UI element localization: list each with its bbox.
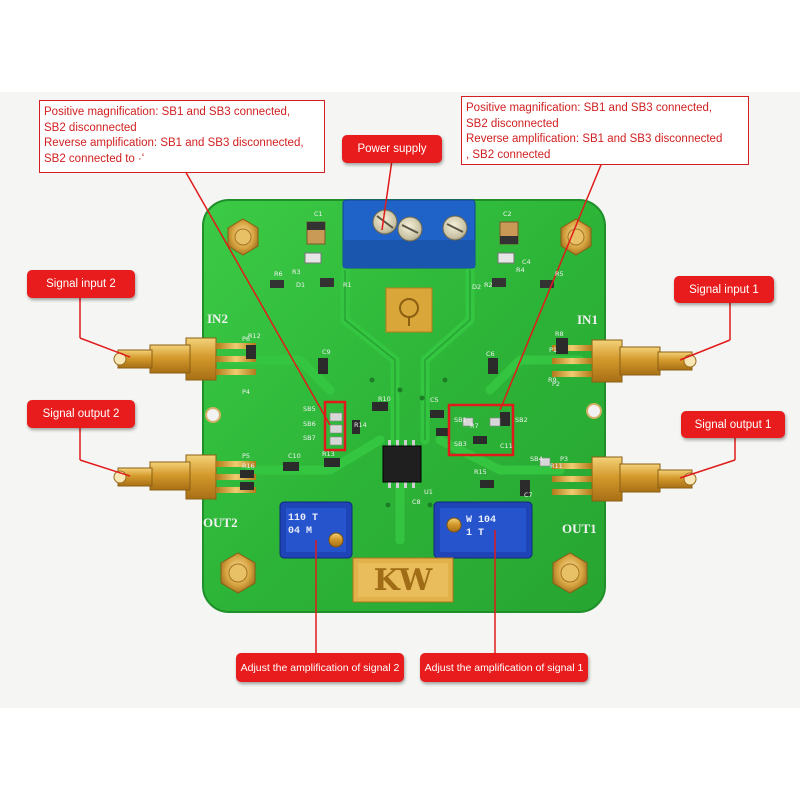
note-left-line-2: SB2 disconnected bbox=[44, 121, 137, 134]
silkscreen-r11: R11 bbox=[550, 462, 563, 470]
pot-marking-line: 110 bbox=[288, 513, 307, 524]
note-right: Positive magnification: SB1 and SB3 conn… bbox=[461, 96, 749, 165]
silkscreen-c2: C2 bbox=[503, 210, 512, 218]
standoff-nut-bottom-right bbox=[552, 552, 588, 594]
silkscreen-r12: R12 bbox=[248, 332, 261, 340]
pot-marking-line: T bbox=[478, 528, 485, 539]
label-signal-input-1: Signal input 1 bbox=[674, 276, 774, 303]
pot-marking-line: 104 bbox=[478, 515, 497, 526]
silkscreen-sb2: SB2 bbox=[515, 416, 528, 424]
trimmer-pot-signal-1 bbox=[433, 501, 533, 559]
silkscreen-sb3: SB3 bbox=[454, 440, 467, 448]
silkscreen-r4: R4 bbox=[516, 266, 525, 274]
silkscreen-c11: C11 bbox=[500, 442, 513, 450]
pot-marking-signal-2: 110 T 04 M bbox=[288, 512, 344, 538]
label-signal-output-1: Signal output 1 bbox=[681, 411, 785, 438]
silkscreen-sb7: SB7 bbox=[303, 434, 316, 442]
label-signal-output-2: Signal output 2 bbox=[27, 400, 135, 428]
silkscreen-c8: C8 bbox=[412, 498, 421, 506]
silkscreen-r9: R9 bbox=[548, 376, 557, 384]
silkscreen-r15: R15 bbox=[474, 468, 487, 476]
silkscreen-c10: C10 bbox=[288, 452, 301, 460]
silkscreen-r14: R14 bbox=[354, 421, 367, 429]
silkscreen-p5: P5 bbox=[242, 452, 251, 460]
note-right-line-2: SB2 disconnected bbox=[466, 117, 559, 130]
label-adjust-signal-2: Adjust the amplification of signal 2 bbox=[236, 653, 404, 682]
port-label-in2: IN2 bbox=[207, 311, 228, 326]
silkscreen-u1: U1 bbox=[424, 488, 433, 496]
silkscreen-sb6: SB6 bbox=[303, 420, 316, 428]
sma-connector-in2 bbox=[113, 337, 256, 381]
silkscreen-r1: R1 bbox=[343, 281, 352, 289]
port-label-in1: IN1 bbox=[577, 312, 598, 327]
silkscreen-r8: R8 bbox=[555, 330, 564, 338]
note-right-line-3: Reverse amplification: SB1 and SB3 disco… bbox=[466, 133, 723, 145]
silkscreen-c4: C4 bbox=[522, 258, 531, 266]
silkscreen-r5: R5 bbox=[555, 270, 564, 278]
note-right-line-4: , SB2 connected bbox=[466, 148, 551, 161]
silkscreen-c5: C5 bbox=[430, 396, 439, 404]
op-amp-ic-u1 bbox=[382, 440, 422, 488]
pot-marking-line: W bbox=[466, 515, 473, 526]
silkscreen-d1: D1 bbox=[296, 281, 306, 289]
silkscreen-d2: D2 bbox=[472, 283, 482, 291]
smd-components bbox=[240, 338, 568, 496]
port-label-out2: OUT2 bbox=[203, 515, 238, 530]
note-left-line-1: Positive magnification: SB1 and SB3 conn… bbox=[44, 106, 291, 118]
silkscreen-sb5: SB5 bbox=[303, 405, 316, 413]
standoff-nut-top-right bbox=[560, 218, 592, 256]
silkscreen-r3: R3 bbox=[292, 268, 301, 276]
sb-highlight-left bbox=[323, 400, 347, 452]
sma-connector-out1 bbox=[552, 456, 697, 502]
label-power-supply: Power supply bbox=[342, 135, 442, 163]
silkscreen-c7: C7 bbox=[524, 491, 533, 499]
silkscreen-p2: P2 bbox=[552, 380, 561, 388]
silkscreen-sb4: SB4 bbox=[530, 455, 543, 463]
silkscreen-sb1: SB1 bbox=[454, 416, 467, 424]
note-right-line-1: Positive magnification: SB1 and SB3 conn… bbox=[466, 102, 713, 114]
standoff-nut-bottom-left bbox=[220, 552, 256, 594]
pot-marking-signal-1: W 104 1 T bbox=[466, 514, 526, 540]
label-adjust-signal-1: Adjust the amplification of signal 1 bbox=[420, 653, 588, 682]
port-label-out1: OUT1 bbox=[562, 521, 597, 536]
silkscreen-r7: R7 bbox=[470, 422, 479, 430]
silkscreen-r6: R6 bbox=[274, 270, 283, 278]
silkscreen-p6: P6 bbox=[242, 335, 251, 343]
power-terminal-block bbox=[342, 199, 476, 269]
mount-hole-right bbox=[586, 403, 602, 419]
silkscreen-p1: P1 bbox=[549, 346, 558, 354]
silkscreen-r10: R10 bbox=[378, 395, 391, 403]
silkscreen-c6: C6 bbox=[486, 350, 495, 358]
pot-marking-line: M bbox=[306, 526, 313, 537]
note-left-line-3: Reverse amplification: SB1 and SB3 disco… bbox=[44, 137, 304, 149]
note-left-line-4: SB2 connected to ·ʻ bbox=[44, 152, 145, 165]
silkscreen-c1: C1 bbox=[314, 210, 323, 218]
pot-marking-line: T bbox=[312, 513, 319, 524]
label-signal-input-2: Signal input 2 bbox=[27, 270, 135, 298]
sb-highlight-right bbox=[447, 403, 515, 457]
silkscreen-r13: R13 bbox=[322, 450, 335, 458]
sma-connector-out2 bbox=[113, 454, 256, 500]
pot-marking-line: 1 bbox=[466, 528, 473, 539]
note-left: Positive magnification: SB1 and SB3 conn… bbox=[39, 100, 325, 173]
pot-marking-line: 04 bbox=[288, 526, 301, 537]
mount-hole-left bbox=[205, 407, 221, 423]
silkscreen-c9: C9 bbox=[322, 348, 331, 356]
silkscreen-r16: R16 bbox=[242, 462, 255, 470]
silkscreen-p3: P3 bbox=[560, 455, 569, 463]
silkscreen-r2: R2 bbox=[484, 281, 493, 289]
kw-logo: KW bbox=[373, 563, 433, 598]
silkscreen-p4: P4 bbox=[242, 388, 251, 396]
